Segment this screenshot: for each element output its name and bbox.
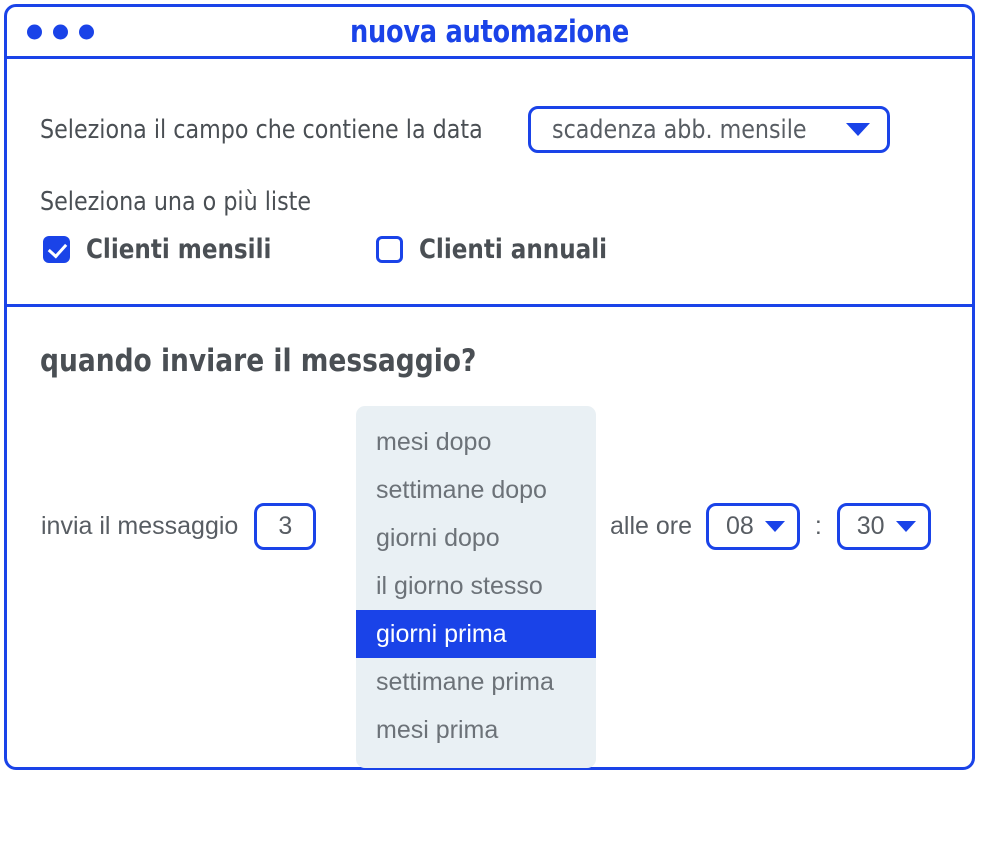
checkbox-clienti-mensili[interactable]: Clienti mensili: [43, 234, 281, 265]
date-field-row: Seleziona il campo che contiene la data …: [40, 106, 890, 153]
when-dropdown-list[interactable]: mesi dopo settimane dopo giorni dopo il gio…: [356, 406, 596, 768]
chevron-down-icon: [895, 521, 916, 532]
minute-value: 30: [856, 512, 885, 540]
chevron-down-icon: [764, 521, 785, 532]
window-titlebar: nuova automazione: [7, 7, 972, 59]
window-dot-3: [79, 24, 94, 39]
date-field-select-value: scadenza abb. mensile: [551, 114, 807, 145]
time-label: alle ore: [610, 512, 692, 540]
when-option[interactable]: il giorno stesso: [376, 571, 543, 600]
hour-select[interactable]: 08: [706, 503, 800, 550]
hour-value: 08: [726, 512, 754, 540]
checkbox-clienti-annuali[interactable]: Clienti annuali: [376, 234, 617, 265]
timing-heading: quando inviare il messaggio?: [40, 343, 477, 379]
when-option[interactable]: settimane dopo: [376, 475, 547, 504]
checkbox-label: Clienti annuali: [419, 234, 608, 265]
fields-section: Seleziona il campo che contiene la data …: [7, 59, 972, 307]
when-option[interactable]: mesi dopo: [376, 427, 492, 456]
checkbox-label: Clienti mensili: [86, 234, 272, 265]
when-option[interactable]: settimane prima: [376, 667, 554, 696]
when-option[interactable]: giorni prima: [356, 610, 596, 658]
when-option[interactable]: giorni dopo: [376, 523, 500, 552]
window-dots-icon[interactable]: [27, 24, 94, 39]
time-separator: :: [814, 512, 822, 540]
send-message-label: invia il messaggio: [41, 512, 239, 540]
amount-input[interactable]: 3: [254, 503, 317, 550]
checkbox-unchecked-icon[interactable]: [376, 236, 404, 263]
when-option[interactable]: mesi prima: [376, 715, 499, 744]
minute-select[interactable]: 30: [836, 503, 931, 550]
time-row: alle ore 08 : 30: [610, 503, 931, 550]
window-dot-1: [27, 24, 42, 39]
automation-window: nuova automazione Seleziona il campo che…: [4, 4, 975, 770]
lists-checkbox-group: Clienti mensili Clienti annuali: [43, 234, 617, 265]
date-field-select[interactable]: scadenza abb. mensile: [527, 106, 890, 153]
date-field-label: Seleziona il campo che contiene la data: [40, 114, 483, 145]
chevron-down-icon: [845, 123, 870, 136]
timing-section: quando inviare il messaggio? invia il me…: [7, 307, 972, 768]
window-dot-2: [53, 24, 68, 39]
lists-label: Seleziona una o più liste: [40, 187, 312, 217]
send-message-row: invia il messaggio 3: [41, 503, 317, 550]
checkbox-checked-icon[interactable]: [43, 236, 70, 263]
window-title: nuova automazione: [349, 13, 629, 50]
